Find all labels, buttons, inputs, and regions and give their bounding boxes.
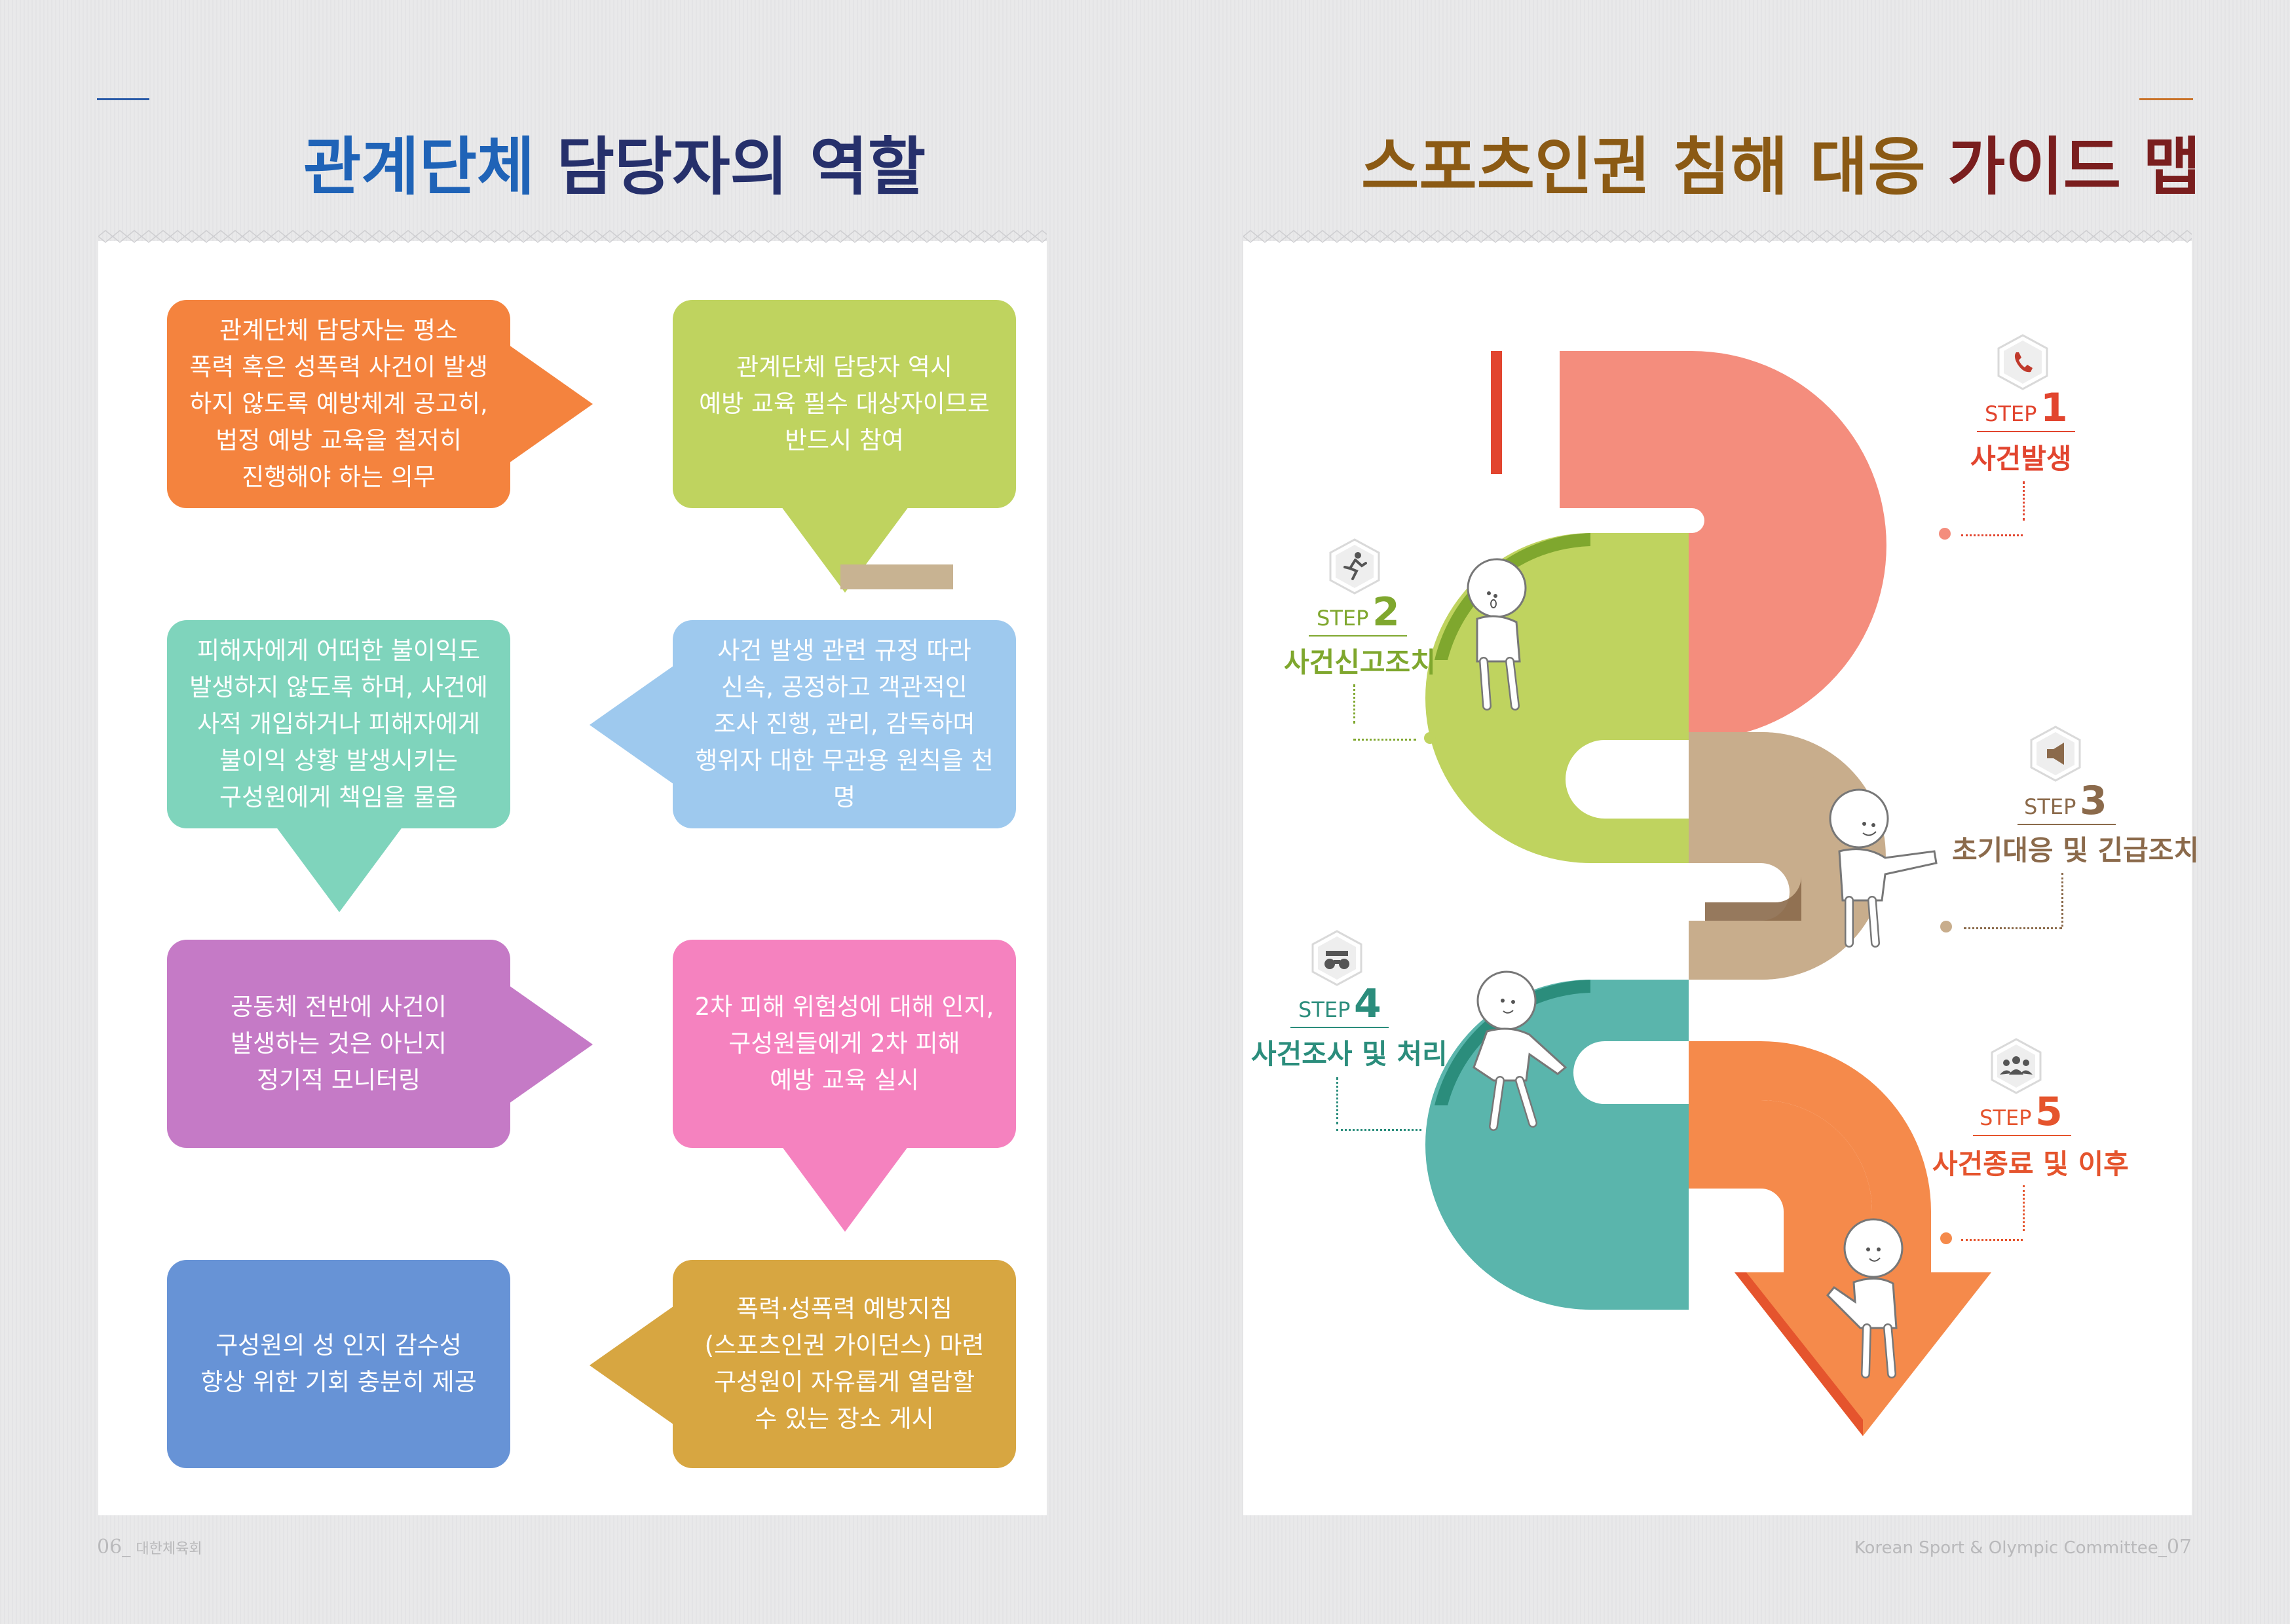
top-line-left [97,98,149,100]
step-5-dot [1940,1232,1952,1244]
step-4-underline [1290,1027,1389,1028]
step-5-label: STEP 5 [1980,1089,2063,1135]
step-3-name: 초기대응 및 긴급조치 [1952,834,2200,866]
arrow-down-2-accent [840,564,953,589]
runner-icon [1329,538,1380,595]
role-box-2-text: 관계단체 담당자 역시 예방 교육 필수 대상자이므로 반드시 참여 [699,353,990,454]
step-2-label: STEP 2 [1317,589,1400,635]
step-2-dot [1424,732,1436,744]
step-1-label: STEP 1 [1985,385,2068,431]
character-step4 [1473,970,1567,1131]
footer-left-separator: _ [122,1538,131,1558]
top-line-right [2139,98,2193,100]
arrow-right-5 [504,982,593,1107]
step-4-name: 사건조사 및 처리 [1251,1038,1448,1070]
arrow-down-2 [779,504,910,593]
step-1-leader-h [1961,534,2023,536]
footer-left-page-number: 06 [97,1536,122,1559]
right-title-main: 스포츠인권 침해 대응 [1361,130,1926,204]
left-zigzag-border [98,229,1047,244]
step-4-leader-v [1336,1077,1338,1124]
step-2-leader-v [1353,684,1355,724]
left-page-title: 관계단체 담당자의 역할 [303,128,926,206]
step-1-name: 사건발생 [1970,443,2072,475]
step-5-leader-v [2023,1185,2025,1231]
step-3-label: STEP 3 [2024,778,2107,824]
step-2-underline [1309,635,1407,637]
right-title-accent: 가이드 맵 [1947,130,2201,204]
step-3-leader-h [1964,927,2062,929]
step-2-leader-h [1353,739,1416,741]
step-5-underline [1973,1135,2071,1136]
role-box-8-text: 구성원의 성 인지 감수성 향상 위한 기회 충분히 제공 [200,1331,477,1396]
step-3-dot [1940,921,1952,932]
role-box-1-text: 관계단체 담당자는 평소 폭력 혹은 성폭력 사건이 발생 하지 않도록 예방체… [189,316,488,491]
role-box-6: 2차 피해 위험성에 대해 인지, 구성원들에게 2차 피해 예방 교육 실시 [673,940,1016,1148]
step-1-underline [1977,431,2075,432]
step-3-underline [2018,824,2116,825]
footer-right-separator: _ [2158,1538,2167,1558]
arrow-left-7 [590,1303,678,1428]
megaphone-icon [2030,726,2081,782]
phone-icon [1997,334,2048,390]
footer-right-org: Korean Sport & Olympic Committee [1854,1538,2158,1558]
role-box-5-text: 공동체 전반에 사건이 발생하는 것은 아닌지 정기적 모니터링 [231,993,447,1094]
role-box-7-text: 폭력·성폭력 예방지침 (스포츠인권 가이던스) 마련 구성원이 자유롭게 열람… [704,1295,985,1433]
role-box-3: 사건 발생 관련 규정 따라 신속, 공정하고 객관적인 조사 진행, 관리, … [673,620,1016,828]
role-box-6-text: 2차 피해 위험성에 대해 인지, 구성원들에게 2차 피해 예방 교육 실시 [694,993,994,1094]
role-box-1: 관계단체 담당자는 평소 폭력 혹은 성폭력 사건이 발생 하지 않도록 예방체… [167,300,510,508]
footer-left: 06_ 대한체육회 [97,1536,202,1559]
role-box-4-text: 피해자에게 어떠한 불이익도 발생하지 않도록 하며, 사건에 사적 개입하거나… [189,637,488,811]
left-title-rest: 담당자의 역할 [556,130,926,204]
step-5-leader-h [1961,1239,2023,1241]
role-box-5: 공동체 전반에 사건이 발생하는 것은 아닌지 정기적 모니터링 [167,940,510,1148]
step-2-name: 사건신고조치 [1284,646,1436,678]
arrow-down-4 [274,824,405,912]
group-icon [1991,1038,2042,1094]
arrow-right-1 [504,342,593,466]
role-box-7: 폭력·성폭력 예방지침 (스포츠인권 가이던스) 마련 구성원이 자유롭게 열람… [673,1260,1016,1468]
role-box-4: 피해자에게 어떠한 불이익도 발생하지 않도록 하며, 사건에 사적 개입하거나… [167,620,510,828]
investigation-icon [1311,930,1362,986]
footer-right-page-number: 07 [2166,1536,2192,1559]
step-3-leader-v [2061,873,2063,927]
step-4-dot [1429,1122,1441,1134]
step-4-label: STEP 4 [1298,981,1381,1027]
left-title-highlight: 관계단체 [303,130,535,204]
character-step5 [1826,1218,1904,1378]
character-step2 [1467,558,1527,710]
role-box-3-text: 사건 발생 관련 규정 따라 신속, 공정하고 객관적인 조사 진행, 관리, … [695,637,994,811]
step-1-leader-v [2023,481,2025,521]
step-1-dot [1939,528,1951,540]
arrow-down-6 [779,1143,910,1232]
character-step3 [1829,788,1938,948]
role-box-8: 구성원의 성 인지 감수성 향상 위한 기회 충분히 제공 [167,1260,510,1468]
right-zigzag-border [1243,229,2192,244]
right-page-title: 스포츠인권 침해 대응 가이드 맵 [1361,128,2201,206]
footer-right: Korean Sport & Olympic Committee_07 [1854,1536,2192,1559]
arrow-left-3 [590,663,678,787]
step-4-leader-h [1336,1129,1421,1131]
step-5-name: 사건종료 및 이후 [1932,1148,2129,1180]
role-box-2: 관계단체 담당자 역시 예방 교육 필수 대상자이므로 반드시 참여 [673,300,1016,508]
footer-left-org: 대한체육회 [136,1541,202,1557]
